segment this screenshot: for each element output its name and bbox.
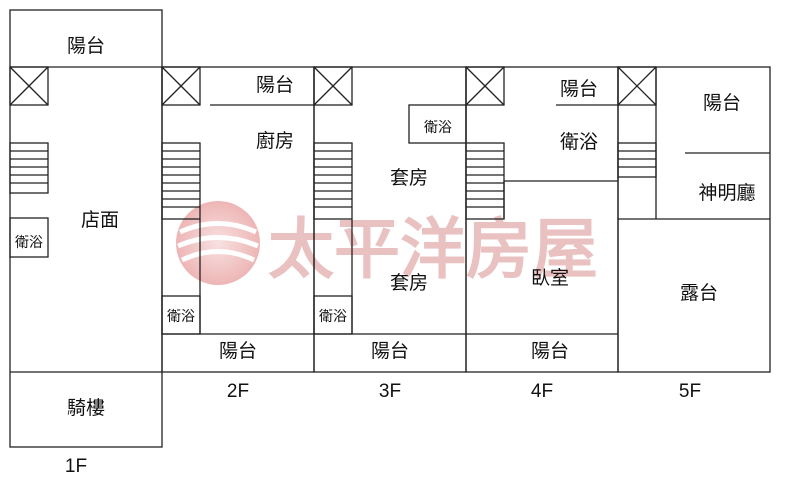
room-label-4f-bathroom: 衛浴 [560,131,598,153]
room-label-3f-suite-top: 套房 [390,167,428,189]
room-label-1f-arcade: 騎樓 [67,397,105,419]
floor-2f [161,66,315,373]
room-label-2f-bathroom: 衛浴 [167,309,195,325]
room-label-5f-shrine-hall: 神明廳 [698,182,755,204]
room-label-3f-bathroom-bottom: 衛浴 [319,309,347,325]
staircase-icon [465,142,505,220]
staircase-icon [9,142,49,194]
shaft-icon [313,66,353,106]
room-label-4f-balcony-bottom: 陽台 [531,340,569,362]
floor-label-3f: 3F [379,381,401,402]
room-label-5f-balcony: 陽台 [703,92,741,114]
floor-1f [9,9,163,448]
room-label-3f-suite-bottom: 套房 [390,272,428,294]
shaft-icon [161,66,201,106]
staircase-icon [617,142,657,178]
room-label-1f-shop: 店面 [81,209,119,231]
bathroom-2f-box [161,295,201,335]
pacific-house-logo-icon [176,201,260,285]
room-label-5f-terrace: 露台 [680,282,718,304]
room-label-2f-balcony-top: 陽台 [256,74,294,96]
room-label-1f-balcony: 陽台 [67,35,105,57]
floor-label-4f: 4F [531,381,553,402]
room-label-3f-balcony: 陽台 [371,340,409,362]
room-label-3f-bathroom-top: 衛浴 [424,120,452,136]
watermark-text: 太平洋房屋 [268,210,598,288]
room-label-4f-bedroom: 臥室 [531,267,569,289]
floor-label-1f: 1F [65,456,87,477]
floor-label-5f: 5F [679,381,701,402]
bathroom-1f-box [9,217,49,258]
floor-5f [617,66,771,373]
shaft-icon [617,66,657,106]
bathroom-3f-bottom-box [313,295,353,335]
floor-label-2f: 2F [227,381,249,402]
staircase-icon [161,142,201,220]
room-label-4f-balcony-top: 陽台 [560,78,598,100]
room-label-2f-kitchen: 廚房 [256,129,294,152]
room-label-1f-bathroom: 衛浴 [15,235,43,251]
room-label-2f-balcony-bottom: 陽台 [219,340,257,362]
staircase-icon [313,142,353,220]
shaft-icon [465,66,505,106]
watermark: 太平洋房屋 [176,201,598,288]
shaft-icon [9,66,49,106]
